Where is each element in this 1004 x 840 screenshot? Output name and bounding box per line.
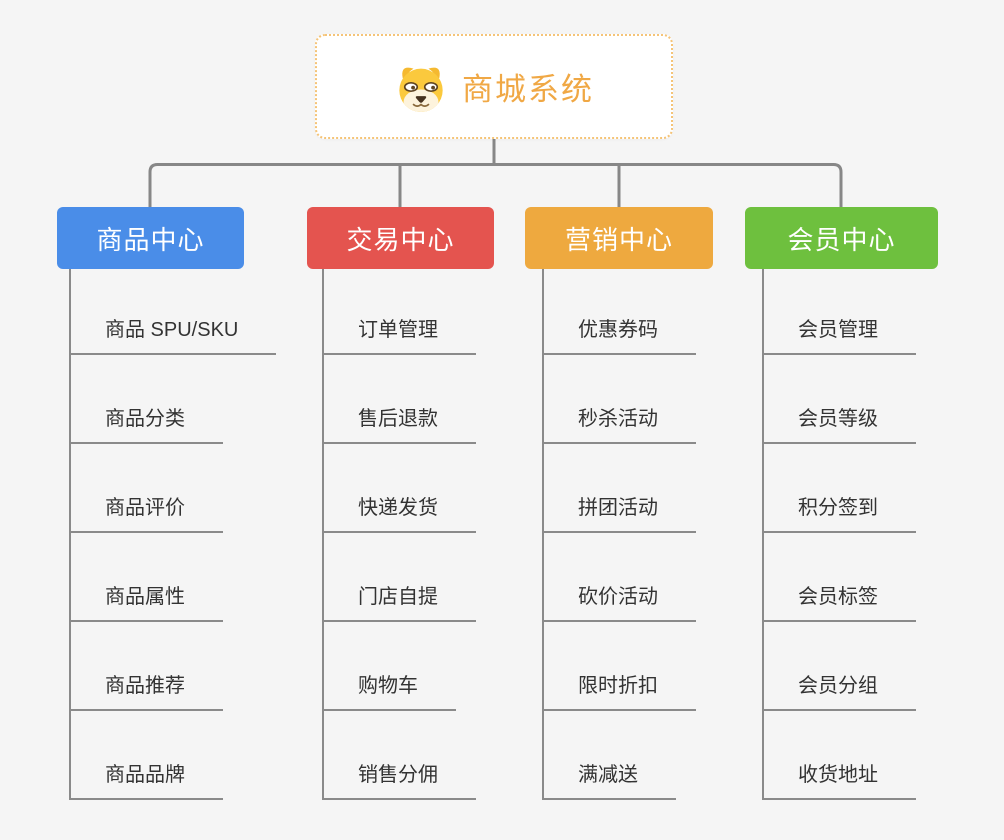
branch-topic-marketing-center[interactable]: 营销中心	[525, 207, 713, 269]
branch-topic-product-center[interactable]: 商品中心	[57, 207, 244, 269]
leaf-topic[interactable]: 会员等级	[764, 404, 916, 444]
leaf-topic[interactable]: 商品品牌	[71, 760, 223, 800]
leaf-topic[interactable]: 购物车	[324, 671, 456, 711]
root-topic-label: 商城系统	[462, 72, 594, 107]
leaf-topic[interactable]: 售后退款	[324, 404, 476, 444]
branch-topic-label: 会员中心	[787, 224, 896, 255]
shiba-dog-icon	[399, 67, 443, 112]
branch-children-column: 商品 SPU/SKU 商品分类 商品评价 商品属性 商品推荐 商品品牌	[69, 269, 277, 800]
leaf-topic[interactable]: 拼团活动	[544, 493, 696, 533]
leaf-topic[interactable]: 限时折扣	[544, 671, 696, 711]
leaf-topic[interactable]: 会员管理	[764, 315, 916, 355]
leaf-topic[interactable]: 砍价活动	[544, 582, 696, 622]
branch-children-column: 订单管理 售后退款 快递发货 门店自提 购物车 销售分佣	[322, 269, 476, 800]
leaf-topic[interactable]: 会员分组	[764, 671, 916, 711]
branch-rail-line	[148, 163, 843, 208]
branch-children-column: 优惠券码 秒杀活动 拼团活动 砍价活动 限时折扣 满减送	[542, 269, 696, 800]
branch-children-column: 会员管理 会员等级 积分签到 会员标签 会员分组 收货地址	[762, 269, 916, 800]
branch-topic-label: 交易中心	[346, 224, 455, 255]
leaf-topic[interactable]: 秒杀活动	[544, 404, 696, 444]
leaf-topic[interactable]: 商品推荐	[71, 671, 223, 711]
leaf-topic[interactable]: 收货地址	[764, 760, 916, 800]
leaf-topic[interactable]: 优惠券码	[544, 315, 696, 355]
branch-topic-label: 商品中心	[96, 224, 205, 255]
leaf-topic[interactable]: 商品分类	[71, 404, 223, 444]
leaf-topic[interactable]: 商品属性	[71, 582, 223, 622]
leaf-topic[interactable]: 满减送	[544, 760, 676, 800]
leaf-topic[interactable]: 门店自提	[324, 582, 476, 622]
branch-topic-trade-center[interactable]: 交易中心	[307, 207, 494, 269]
leaf-topic[interactable]: 积分签到	[764, 493, 916, 533]
leaf-topic[interactable]: 快递发货	[324, 493, 476, 533]
leaf-topic[interactable]: 销售分佣	[324, 760, 476, 800]
leaf-topic[interactable]: 商品 SPU/SKU	[71, 315, 277, 355]
leaf-topic[interactable]: 订单管理	[324, 315, 476, 355]
leaf-topic[interactable]: 商品评价	[71, 493, 223, 533]
leaf-topic[interactable]: 会员标签	[764, 582, 916, 622]
branch-topic-label: 营销中心	[564, 224, 673, 255]
branch-topic-member-center[interactable]: 会员中心	[745, 207, 938, 269]
root-topic[interactable]: 商城系统	[315, 34, 673, 139]
